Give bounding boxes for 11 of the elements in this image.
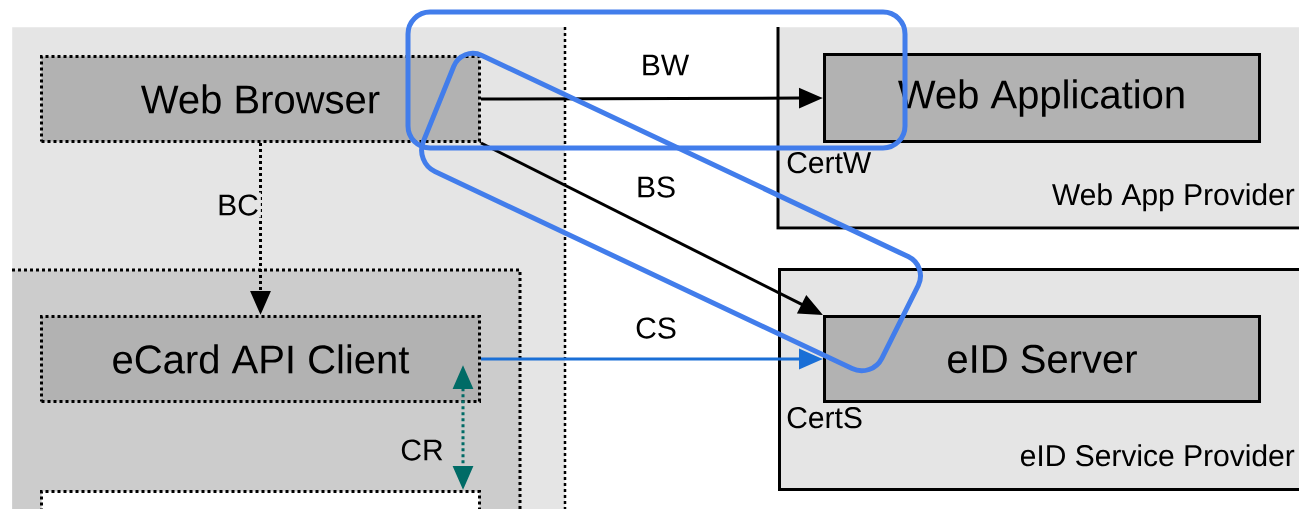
edge-label: BS <box>634 174 678 200</box>
edge-label: CR <box>398 437 446 463</box>
component-box: eCard API Client <box>40 315 481 403</box>
component-box: eID Server <box>823 315 1261 403</box>
edge-label: CS <box>633 315 679 341</box>
edge-label: BW <box>638 52 692 78</box>
group-panel <box>40 490 481 509</box>
certificate-label: CertW <box>787 152 872 174</box>
component-box: Web Browser <box>40 55 481 143</box>
edge-label: BC <box>215 192 261 218</box>
certificate-label: CertS <box>787 407 862 429</box>
